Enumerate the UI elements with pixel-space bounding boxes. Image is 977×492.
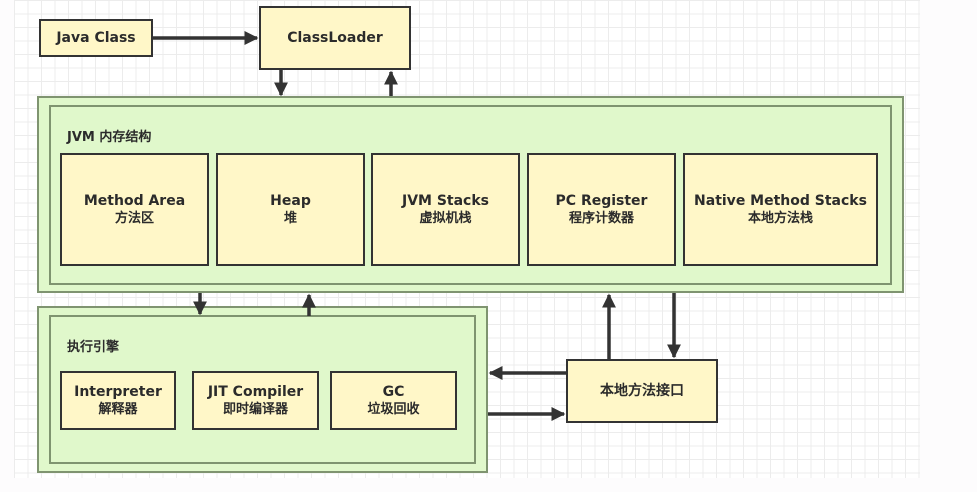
native-interface-node[interactable]: 本地方法接口: [566, 359, 718, 423]
block-label-zh: 本地方法栈: [747, 210, 813, 226]
block-label-zh: 虚拟机栈: [419, 210, 472, 226]
block-label-en: Heap: [270, 192, 311, 209]
interpreter-block[interactable]: Interpreter 解释器: [60, 371, 176, 430]
block-label-en: PC Register: [555, 192, 648, 209]
block-label-zh: 程序计数器: [568, 210, 634, 226]
execution-engine-inner-frame: [49, 315, 476, 464]
block-label-en: Interpreter: [74, 383, 162, 400]
block-label-en: Method Area: [83, 192, 186, 209]
native-method-stacks-block[interactable]: Native Method Stacks 本地方法栈: [683, 153, 878, 266]
java-class-node[interactable]: Java Class: [39, 19, 153, 57]
block-label-en: JVM Stacks: [401, 192, 489, 209]
block-label-zh: 即时编译器: [222, 401, 288, 417]
heap-block[interactable]: Heap 堆: [216, 153, 365, 266]
block-label-en: JIT Compiler: [207, 383, 304, 400]
execution-engine-title: 执行引擎: [67, 340, 120, 355]
block-label-en: GC: [382, 383, 405, 400]
block-label-zh: 堆: [283, 210, 297, 226]
block-label-zh: 垃圾回收: [367, 401, 420, 417]
classloader-label: ClassLoader: [287, 30, 383, 46]
pc-register-block[interactable]: PC Register 程序计数器: [527, 153, 676, 266]
jvm-stacks-block[interactable]: JVM Stacks 虚拟机栈: [371, 153, 520, 266]
jit-compiler-block[interactable]: JIT Compiler 即时编译器: [192, 371, 319, 430]
method-area-block[interactable]: Method Area 方法区: [60, 153, 209, 266]
jvm-memory-inner-frame: [49, 105, 892, 285]
jvm-memory-title: JVM 内存结构: [67, 130, 152, 145]
gc-block[interactable]: GC 垃圾回收: [330, 371, 457, 430]
java-class-label: Java Class: [56, 30, 136, 46]
block-label-zh: 方法区: [114, 210, 154, 226]
block-label-zh: 解释器: [98, 401, 138, 417]
native-interface-label: 本地方法接口: [600, 383, 684, 399]
block-label-en: Native Method Stacks: [694, 192, 867, 209]
classloader-node[interactable]: ClassLoader: [259, 6, 411, 70]
